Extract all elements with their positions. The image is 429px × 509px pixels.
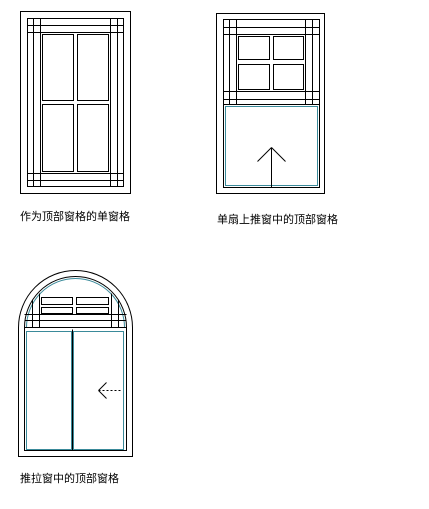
- glass-pane: [77, 34, 109, 101]
- glass-pane: [41, 297, 73, 305]
- glass-pane: [273, 64, 304, 90]
- window-single-hung: [216, 13, 325, 194]
- outer-frame: [20, 11, 131, 194]
- left-arrow-icon: [98, 382, 121, 399]
- caption-arched-sliding: 推拉窗中的顶部窗格: [20, 472, 119, 485]
- inner-frame: [24, 276, 127, 451]
- glass-pane: [238, 64, 270, 90]
- left-sash-glass: [26, 331, 72, 450]
- glass-pane: [76, 297, 109, 305]
- outer-frame: [216, 13, 325, 194]
- right-sash-glass: [73, 331, 124, 450]
- glass-pane: [273, 36, 304, 60]
- glass-pane: [76, 307, 109, 314]
- glass-pane: [238, 36, 270, 60]
- window-arched-sliding: [18, 270, 133, 457]
- outer-frame: [18, 270, 133, 457]
- caption-single-pane: 作为顶部窗格的单窗格: [20, 210, 130, 223]
- up-arrow-icon: [257, 147, 286, 188]
- window-single-pane: [20, 11, 131, 194]
- glass-pane: [42, 34, 74, 101]
- glass-pane: [77, 104, 109, 172]
- arch-glass: [26, 278, 125, 328]
- glass-pane: [42, 104, 74, 172]
- sash-frame: [27, 18, 124, 187]
- caption-single-hung: 单扇上推窗中的顶部窗格: [217, 213, 338, 226]
- glass-pane: [41, 307, 73, 314]
